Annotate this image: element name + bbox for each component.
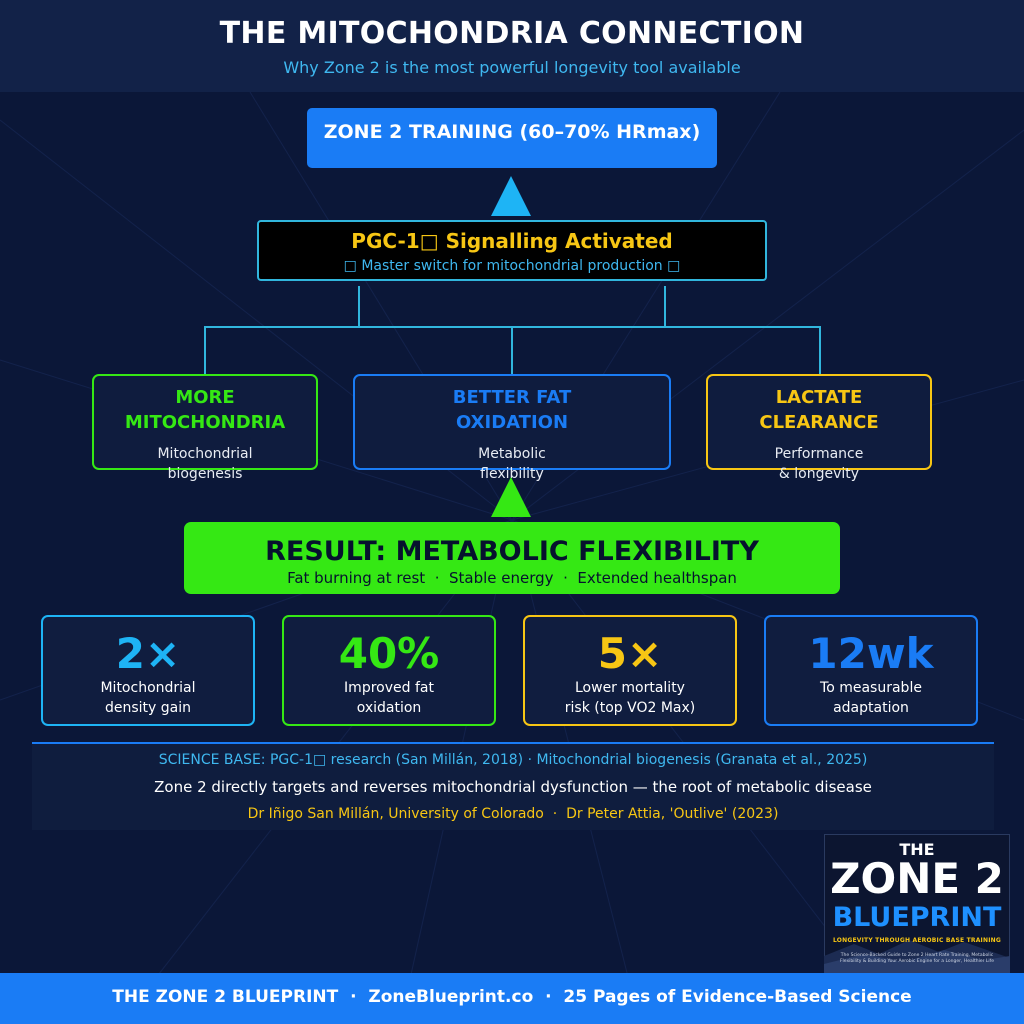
connector-line: [664, 286, 666, 328]
connector-line: [358, 286, 360, 328]
stat-card: [764, 615, 978, 726]
pgc-signalling-box: [257, 220, 767, 281]
zone2-training-label: ZONE 2 TRAINING (60–70% HRmax): [323, 121, 701, 143]
benefit-card-mitochondria: [92, 374, 318, 470]
result-subtitle: Fat burning at rest · Stable energy · Ex…: [287, 569, 737, 587]
connector-line: [511, 326, 513, 374]
footer-bar: [0, 973, 1024, 1024]
science-credits: Dr Iñigo San Millán, University of Color…: [247, 806, 779, 822]
footer-text: THE ZONE 2 BLUEPRINT · ZoneBlueprint.co …: [112, 987, 912, 1007]
zone2-training-box: [307, 108, 717, 168]
benefit-subtitle: Performance& longevity: [774, 446, 864, 482]
stat-value: 40%: [338, 629, 440, 678]
book-title-blueprint: BLUEPRINT: [832, 902, 1002, 933]
connector-line: [819, 326, 821, 374]
benefit-card-fat-oxidation: [353, 374, 671, 470]
result-title: RESULT: METABOLIC FLEXIBILITY: [265, 536, 759, 567]
arrow-up-icon: [491, 176, 531, 216]
page-title: THE MITOCHONDRIA CONNECTION: [219, 16, 805, 51]
stat-card: [523, 615, 737, 726]
stat-value: 5×: [597, 629, 663, 678]
book-title-zone: ZONE 2: [830, 854, 1004, 903]
stat-card: [282, 615, 496, 726]
arrow-up-icon: [491, 477, 531, 517]
connector-line: [204, 326, 206, 374]
stat-value: 12wk: [808, 629, 934, 678]
stat-value: 2×: [115, 629, 181, 678]
pgc-signalling-title: PGC-1□ Signalling Activated: [351, 229, 673, 253]
book-cover-mountain-image: [824, 940, 1010, 974]
benefit-card-lactate: [706, 374, 932, 470]
page-subtitle: Why Zone 2 is the most powerful longevit…: [283, 58, 741, 77]
science-panel: [32, 744, 994, 830]
stat-card: [41, 615, 255, 726]
book-description: The Science-Backed Guide to Zone 2 Heart…: [839, 953, 995, 964]
divider: [32, 742, 994, 744]
book-tagline: LONGEVITY THROUGH AEROBIC BASE TRAINING: [833, 937, 1001, 944]
book-title-the: THE: [899, 840, 935, 859]
pgc-signalling-subtitle: □ Master switch for mitochondrial produc…: [343, 258, 681, 274]
science-statement: Zone 2 directly targets and reverses mit…: [154, 778, 872, 796]
header-bar: [0, 0, 1024, 92]
science-base-text: SCIENCE BASE: PGC-1□ research (San Millá…: [158, 752, 868, 768]
result-box: [184, 522, 840, 594]
